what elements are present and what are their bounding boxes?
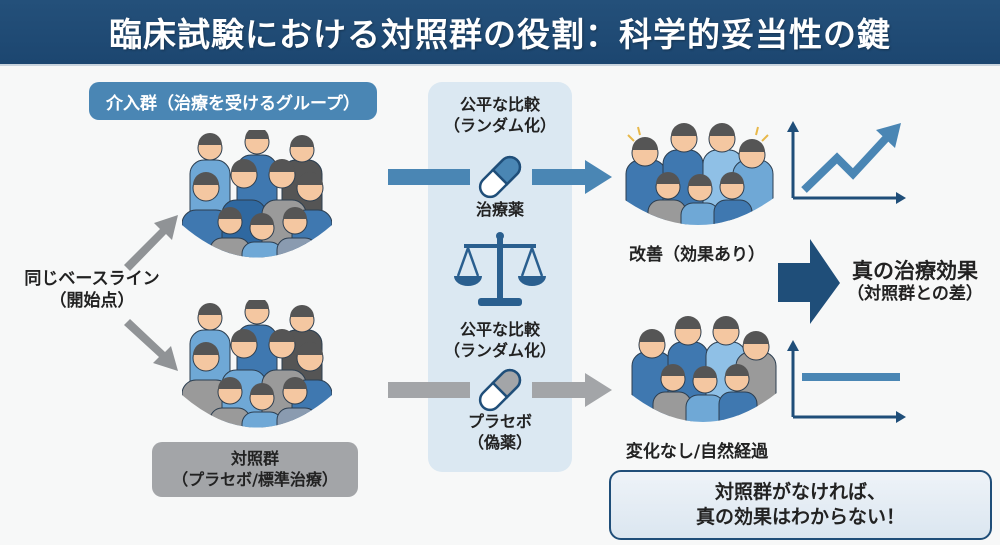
flat-trend-chart-icon	[787, 340, 906, 423]
placebo-line1: プラセボ	[467, 412, 532, 431]
treatment-drug-label: 治療薬	[475, 200, 524, 219]
bottom-compare-line1: 公平な比較	[459, 320, 540, 339]
true-effect-line1: 真の治療効果	[852, 259, 978, 283]
improved-label: 改善（効果あり）	[629, 245, 765, 265]
no-change-crowd-illustration	[628, 312, 778, 432]
top-compare-label: 公平な比較 （ランダム化）	[428, 95, 572, 137]
people-group-icon	[182, 300, 332, 428]
top-compare-line1: 公平な比較	[459, 95, 540, 114]
placebo-line2: （偽薬）	[467, 432, 532, 452]
control-group-line1: 対照群	[230, 448, 279, 468]
top-compare-line2: （ランダム化）	[443, 115, 556, 135]
bottom-compare-line2: （ランダム化）	[443, 340, 556, 360]
baseline-line1: 同じベースライン	[24, 269, 160, 289]
baseline-label: 同じベースライン （開始点）	[12, 268, 172, 312]
title-bar: 臨床試験における対照群の役割：科学的妥当性の鍵	[0, 0, 1000, 66]
cheering-people-icon	[625, 123, 774, 225]
people-group-icon	[182, 130, 332, 258]
intervention-crowd-illustration	[182, 130, 332, 270]
no-change-label: 変化なし/自然経過	[625, 442, 769, 462]
callout-line1: 対照群がなければ、	[714, 481, 886, 504]
bottom-compare-label: 公平な比較 （ランダム化）	[428, 320, 572, 362]
control-group-line2: （プラセボ/標準治療）	[172, 469, 338, 489]
true-effect-line2: （対照群との差）	[847, 284, 983, 305]
people-group-icon	[631, 316, 777, 422]
page-title: 臨床試験における対照群の役割：科学的妥当性の鍵	[109, 15, 891, 54]
control-group-label: 対照群 （プラセボ/標準治療）	[152, 442, 358, 497]
improved-crowd-illustration	[618, 115, 778, 235]
rising-trend-chart-icon	[787, 121, 906, 204]
true-effect-label: 真の治療効果 （対照群との差）	[830, 258, 1000, 306]
control-crowd-illustration	[182, 300, 332, 440]
arrow-up-right	[124, 215, 178, 271]
callout-line2: 真の効果はわからない！	[695, 506, 905, 528]
baseline-line2: （開始点）	[49, 291, 135, 312]
conclusion-callout: 対照群がなければ、 真の効果はわからない！	[609, 470, 992, 540]
placebo-label: プラセボ （偽薬）	[428, 412, 572, 454]
intervention-group-label: 介入群（治療を受けるグループ）	[89, 82, 377, 120]
arrow-down-right	[124, 319, 178, 371]
